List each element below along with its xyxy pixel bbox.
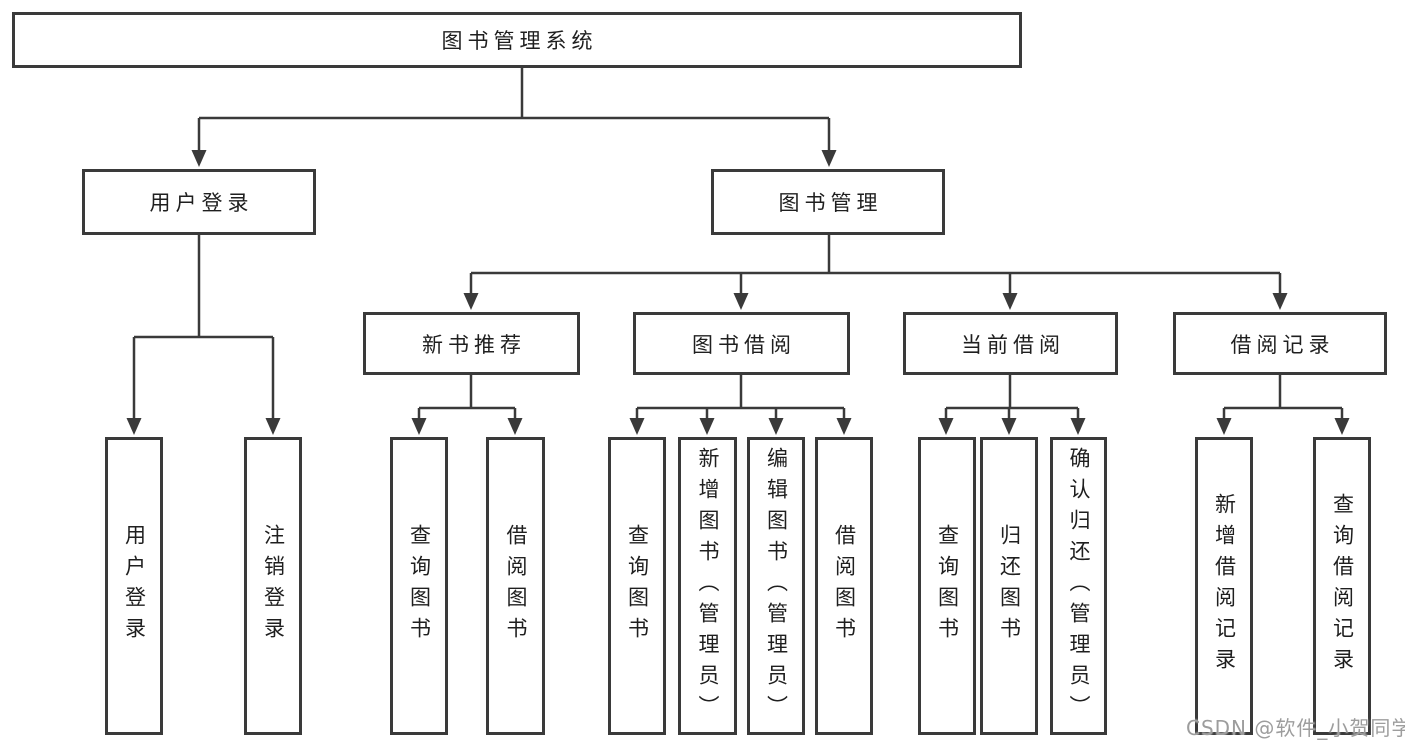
arrowhead [1001, 418, 1017, 435]
node-book-borrowing: 图书借阅 [633, 312, 850, 375]
arrowhead [411, 418, 427, 435]
arrowhead [265, 418, 281, 435]
leaf-add-book-admin: 新增图书（管理员） [678, 437, 737, 735]
arrowhead [836, 418, 852, 435]
arrowhead [821, 150, 837, 167]
arrowhead [768, 418, 784, 435]
arrowhead [699, 418, 715, 435]
leaf-add-borrow-record: 新增借阅记录 [1195, 437, 1253, 735]
arrowhead [733, 293, 749, 310]
leaf-edit-book-admin: 编辑图书（管理员） [747, 437, 805, 735]
node-book-management: 图书管理 [711, 169, 945, 235]
watermark-text: CSDN @软件_小贺同学 [1186, 716, 1405, 740]
arrowhead [507, 418, 523, 435]
arrowhead [126, 418, 142, 435]
node-borrow-records: 借阅记录 [1173, 312, 1387, 375]
leaf-query-books-recommend: 查询图书 [390, 437, 448, 735]
leaf-borrow-books-recommend: 借阅图书 [486, 437, 545, 735]
arrowhead [629, 418, 645, 435]
arrowhead [1334, 418, 1350, 435]
node-new-book-recommend: 新书推荐 [363, 312, 580, 375]
edge-borrowing-to-leaves [635, 375, 846, 421]
node-current-borrowing: 当前借阅 [903, 312, 1118, 375]
leaf-user-login: 用户登录 [105, 437, 163, 735]
edge-userlogin-to-leaves [132, 235, 275, 421]
edge-newbook-to-leaves [417, 375, 517, 421]
arrowheads [126, 150, 1350, 435]
leaf-query-books-borrowing: 查询图书 [608, 437, 666, 735]
arrowhead [1216, 418, 1232, 435]
arrowhead [1070, 418, 1086, 435]
node-user-login: 用户登录 [82, 169, 316, 235]
leaf-query-books-current: 查询图书 [918, 437, 976, 735]
leaf-confirm-return-admin: 确认归还（管理员） [1050, 437, 1107, 735]
edge-records-to-leaves [1222, 375, 1344, 421]
leaf-logout: 注销登录 [244, 437, 302, 735]
arrowhead [1272, 293, 1288, 310]
edge-current-to-leaves [944, 375, 1080, 421]
arrowhead [463, 293, 479, 310]
arrowhead [1002, 293, 1018, 310]
leaf-return-book: 归还图书 [980, 437, 1038, 735]
node-library-system: 图书管理系统 [12, 12, 1022, 68]
arrowhead [191, 150, 207, 167]
leaf-query-borrow-record: 查询借阅记录 [1313, 437, 1371, 735]
leaf-borrow-books-borrowing: 借阅图书 [815, 437, 873, 735]
arrowhead [938, 418, 954, 435]
edge-root-to-level2 [197, 68, 831, 153]
edge-bookmgmt-to-level3 [469, 235, 1282, 297]
